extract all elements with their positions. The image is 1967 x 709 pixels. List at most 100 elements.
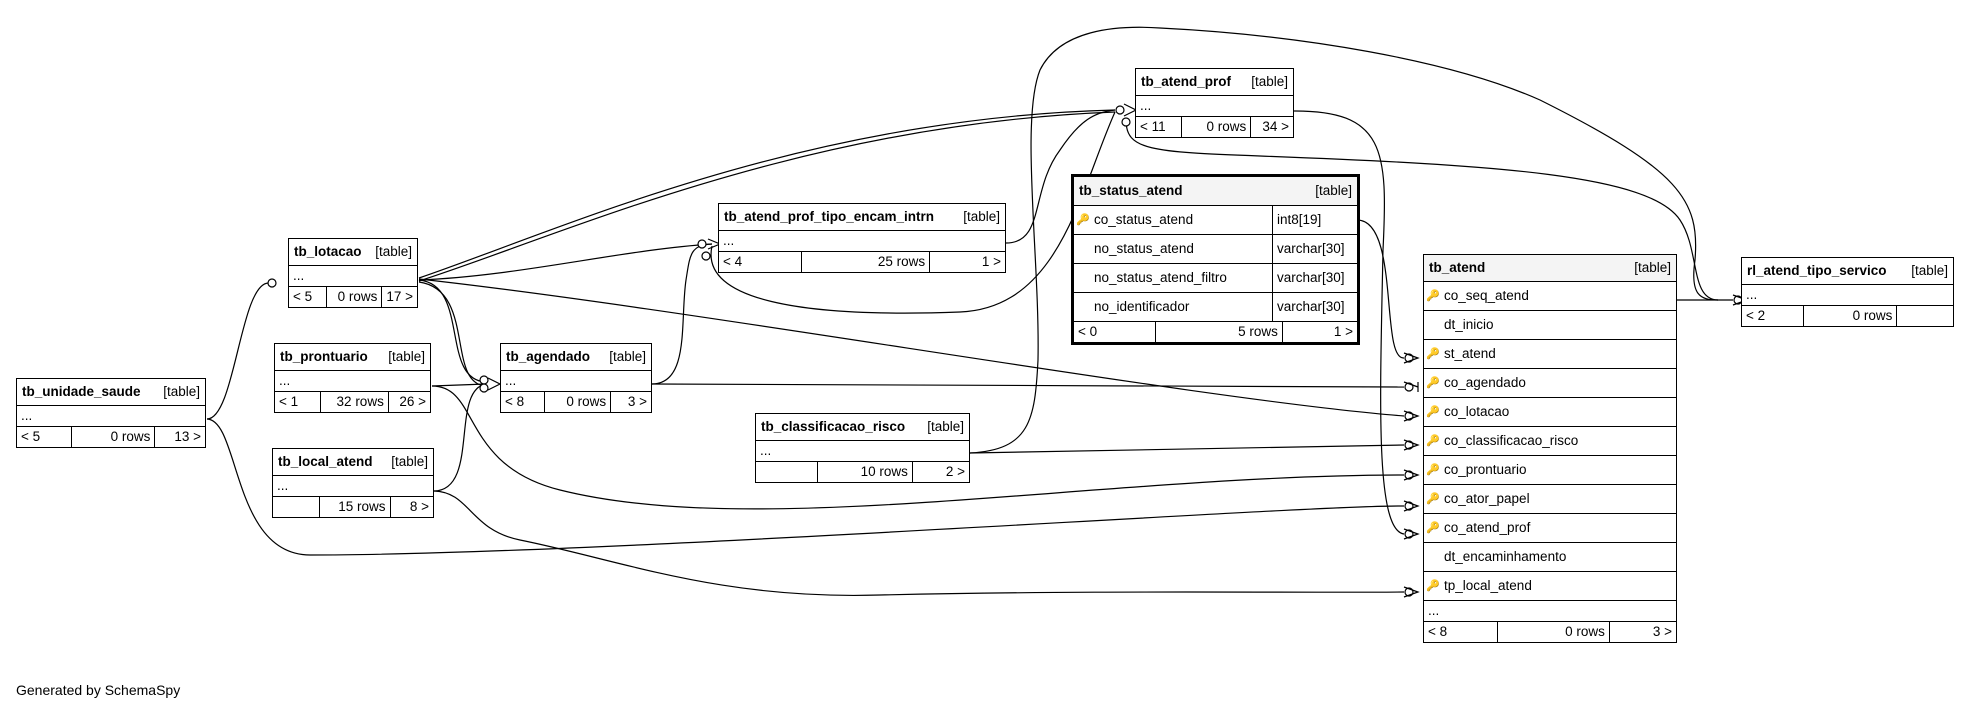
relationship-end-circle xyxy=(267,278,277,288)
parents-link[interactable]: < 8 xyxy=(501,392,546,412)
column-row[interactable]: 🔑co_classificacao_risco xyxy=(1424,427,1676,456)
parents-link[interactable] xyxy=(756,462,819,482)
column-name: co_lotacao xyxy=(1444,404,1510,420)
relationship-line xyxy=(206,418,1405,556)
columns-ellipsis: ... xyxy=(1424,601,1676,622)
table-header: tb_unidade_saude[table] xyxy=(17,379,205,406)
parents-link[interactable]: < 0 xyxy=(1074,322,1157,342)
table-header: tb_classificacao_risco[table] xyxy=(756,414,969,441)
parents-link[interactable]: < 5 xyxy=(289,287,327,307)
table-kind: [table] xyxy=(1315,183,1352,199)
table-tb-atend[interactable]: tb_atend[table] 🔑co_seq_atend dt_inicio … xyxy=(1423,254,1677,643)
row-count: 0 rows xyxy=(1498,622,1610,642)
row-count: 10 rows xyxy=(818,462,913,482)
children-link[interactable]: 1 > xyxy=(981,254,1001,270)
table-name: rl_atend_tipo_servico xyxy=(1747,263,1887,279)
column-type: varchar[30] xyxy=(1272,264,1357,292)
children-link[interactable]: 3 > xyxy=(1652,624,1672,640)
relationship-line xyxy=(1005,109,1116,244)
children-link[interactable]: 2 > xyxy=(945,464,965,480)
table-kind: [table] xyxy=(1634,260,1671,276)
foreign-key-icon: 🔑 xyxy=(1426,579,1440,592)
relationship-line xyxy=(433,490,1405,597)
column-name: co_status_atend xyxy=(1094,212,1194,228)
foreign-key-icon: 🔑 xyxy=(1426,376,1440,389)
table-tb-classificacao-risco[interactable]: tb_classificacao_risco[table] ... 10 row… xyxy=(755,413,970,483)
table-header: tb_atend_prof_tipo_encam_intrn[table] xyxy=(719,204,1005,231)
parents-link[interactable]: < 1 xyxy=(275,392,321,412)
relationship-line xyxy=(206,282,269,420)
table-kind: [table] xyxy=(163,384,200,400)
parents-link[interactable]: < 11 xyxy=(1136,117,1183,137)
column-row[interactable]: dt_inicio xyxy=(1424,311,1676,340)
parents-link[interactable]: < 2 xyxy=(1742,306,1804,326)
table-name: tb_atend_prof xyxy=(1141,74,1232,90)
foreign-key-icon: 🔑 xyxy=(1426,463,1440,476)
column-row[interactable]: 🔑st_atend xyxy=(1424,340,1676,369)
children-link[interactable]: 1 > xyxy=(1333,324,1353,340)
column-row[interactable]: 🔑co_atend_prof xyxy=(1424,514,1676,543)
relationship-end-circle xyxy=(1115,105,1125,115)
column-row[interactable]: 🔑co_lotacao xyxy=(1424,398,1676,427)
column-name: co_agendado xyxy=(1444,375,1526,391)
table-name: tb_agendado xyxy=(506,349,591,365)
row-count: 0 rows xyxy=(327,287,383,307)
columns-ellipsis: ... xyxy=(273,476,433,497)
table-header: tb_agendado[table] xyxy=(501,344,651,371)
table-header: tb_lotacao[table] xyxy=(289,239,417,266)
parents-link[interactable]: < 8 xyxy=(1424,622,1498,642)
children-link[interactable]: 3 > xyxy=(627,394,647,410)
table-kind: [table] xyxy=(1911,263,1948,279)
children-link[interactable]: 17 > xyxy=(386,289,413,305)
parents-link[interactable]: < 5 xyxy=(17,427,73,447)
table-name: tb_local_atend xyxy=(278,454,373,470)
parents-link[interactable]: < 4 xyxy=(719,252,803,272)
table-name: tb_prontuario xyxy=(280,349,368,365)
children-link[interactable]: 26 > xyxy=(399,394,426,410)
columns-ellipsis: ... xyxy=(17,406,205,427)
relationship-line xyxy=(969,26,1719,454)
row-count: 5 rows xyxy=(1156,322,1283,342)
column-name: no_identificador xyxy=(1094,299,1190,315)
column-row[interactable]: 🔑 co_prontuario xyxy=(1424,456,1676,485)
column-name: co_atend_prof xyxy=(1444,520,1531,536)
crowfoot-marker xyxy=(1403,500,1420,512)
column-row[interactable]: 🔑co_ator_papel xyxy=(1424,485,1676,514)
table-name: tb_status_atend xyxy=(1079,183,1183,199)
relationship-line xyxy=(1291,110,1405,535)
table-kind: [table] xyxy=(388,349,425,365)
column-row[interactable]: no_identificador varchar[30] xyxy=(1074,293,1357,322)
column-row[interactable]: 🔑tp_local_atend xyxy=(1424,572,1676,601)
column-name: co_prontuario xyxy=(1444,462,1527,478)
row-count: 0 rows xyxy=(72,427,156,447)
table-header: tb_prontuario [table] xyxy=(275,344,430,371)
children-link[interactable]: 8 > xyxy=(409,499,429,515)
column-type: varchar[30] xyxy=(1272,293,1357,321)
crowfoot-marker xyxy=(1403,439,1420,451)
children-link[interactable] xyxy=(1897,306,1953,326)
column-row[interactable]: 🔑 co_agendado xyxy=(1424,369,1676,398)
relationship-line xyxy=(418,243,713,281)
children-link[interactable]: 13 > xyxy=(174,429,201,445)
children-link[interactable]: 34 > xyxy=(1262,119,1289,135)
relationship-end-circle xyxy=(697,239,707,249)
column-row[interactable]: dt_encaminhamento xyxy=(1424,543,1676,572)
table-tb-atend-prof-tipo-encam-intrn[interactable]: tb_atend_prof_tipo_encam_intrn[table] ..… xyxy=(718,203,1006,273)
column-row[interactable]: 🔑co_seq_atend xyxy=(1424,282,1676,311)
parents-link[interactable] xyxy=(273,497,321,517)
